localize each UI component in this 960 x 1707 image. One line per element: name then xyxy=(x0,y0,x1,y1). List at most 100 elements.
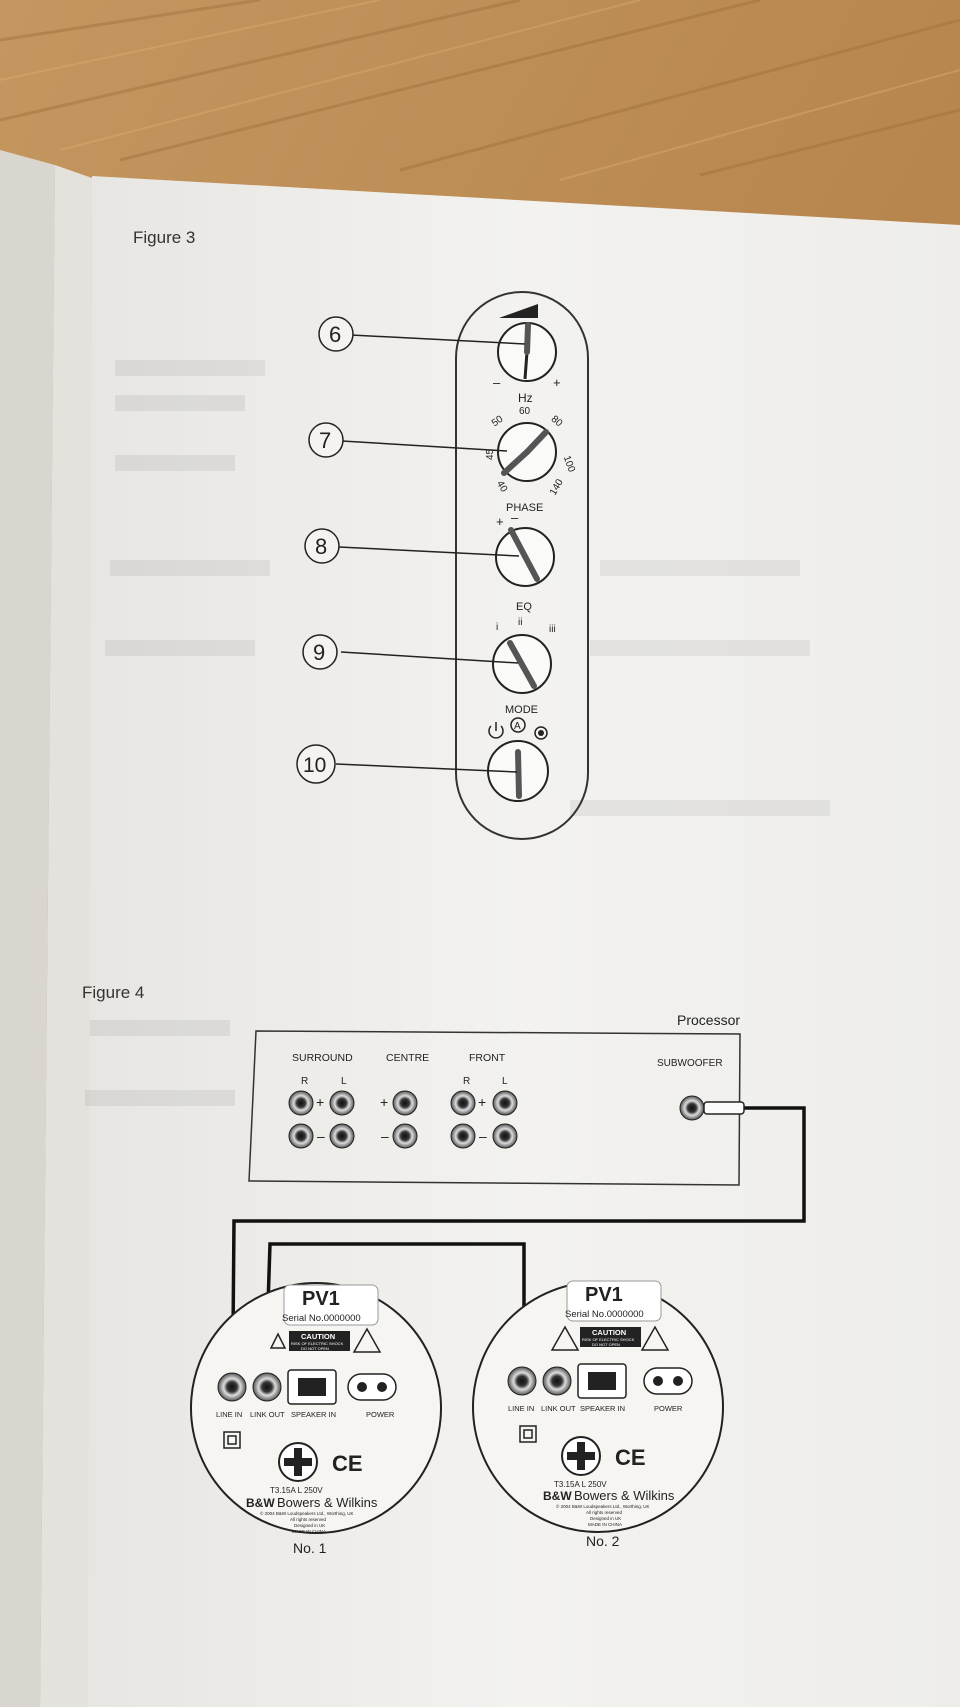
svg-text:+: + xyxy=(380,1094,388,1110)
front-r-plus-jack[interactable] xyxy=(450,1090,476,1116)
svg-text:6: 6 xyxy=(329,322,341,347)
speaker-in-label: SPEAKER IN xyxy=(580,1404,625,1413)
svg-text:DO NOT OPEN: DO NOT OPEN xyxy=(301,1346,329,1351)
svg-text:L: L xyxy=(502,1076,508,1087)
ce-mark: CE xyxy=(615,1445,646,1470)
front-r-minus-jack[interactable] xyxy=(450,1123,476,1149)
processor-title: Processor xyxy=(677,1012,740,1028)
model-label: PV1 xyxy=(585,1284,623,1306)
frequency-knob[interactable]: Hz 60 50 80 45 100 40 140 xyxy=(485,391,577,497)
caution-label: CAUTION xyxy=(592,1328,626,1337)
subwoofer-label: SUBWOOFER xyxy=(657,1058,723,1069)
power-socket[interactable] xyxy=(643,1367,693,1395)
eq-pos-iii: iii xyxy=(549,624,556,635)
fuse-rating: T3.15A L 250V xyxy=(554,1480,607,1489)
volume-minus: – xyxy=(493,375,501,390)
power-standby-icon xyxy=(488,722,504,739)
speaker-in-label: SPEAKER IN xyxy=(291,1410,336,1419)
callout-6 xyxy=(318,316,354,352)
freq-tick-45: 45 xyxy=(485,448,496,460)
line-in-label: LINE IN xyxy=(508,1404,534,1413)
svg-text:RISK OF ELECTRIC SHOCK: RISK OF ELECTRIC SHOCK xyxy=(291,1341,344,1346)
volume-plus: + xyxy=(553,375,561,390)
warning-icon xyxy=(352,1327,382,1353)
auto-mode-letter: A xyxy=(514,721,521,732)
svg-text:L: L xyxy=(341,1076,347,1087)
warning-icon xyxy=(550,1325,580,1351)
phase-knob[interactable]: PHASE + – xyxy=(495,502,555,587)
line-in-jack[interactable] xyxy=(507,1366,537,1396)
surround-label: SURROUND xyxy=(292,1052,353,1064)
svg-text:MADE IN CHINA: MADE IN CHINA xyxy=(292,1529,326,1534)
model-label: PV1 xyxy=(302,1288,340,1310)
surround-l-minus-jack[interactable] xyxy=(329,1123,355,1149)
front-label: FRONT xyxy=(469,1052,506,1064)
panel-caption: No. 2 xyxy=(586,1533,620,1549)
booklet-edge xyxy=(0,150,92,1707)
auto-mode-icon xyxy=(510,717,526,733)
line-in-label: LINE IN xyxy=(216,1410,242,1419)
svg-text:9: 9 xyxy=(313,640,325,665)
callout-8 xyxy=(304,528,340,564)
svg-text:+: + xyxy=(478,1094,486,1110)
warning-icon xyxy=(269,1332,287,1349)
surround-r-plus-jack[interactable] xyxy=(288,1090,314,1116)
svg-text:–: – xyxy=(479,1128,487,1144)
figure-4-title: Figure 4 xyxy=(82,983,144,1002)
eq-pos-ii: ii xyxy=(518,617,522,628)
caution-label: CAUTION xyxy=(301,1332,335,1341)
warning-icon xyxy=(640,1325,670,1351)
power-label: POWER xyxy=(366,1410,395,1419)
serial-label: Serial No.0000000 xyxy=(565,1309,644,1320)
svg-text:All rights reserved: All rights reserved xyxy=(586,1510,623,1515)
svg-text:R: R xyxy=(301,1076,308,1087)
brand-mark: B&W xyxy=(246,1496,275,1510)
link-out-jack[interactable] xyxy=(542,1366,572,1396)
front-l-plus-jack[interactable] xyxy=(492,1090,518,1116)
svg-text:Designed in UK: Designed in UK xyxy=(294,1523,325,1528)
power-socket[interactable] xyxy=(347,1373,397,1401)
phase-plus: + xyxy=(496,514,504,529)
frequency-label: Hz xyxy=(518,391,533,405)
svg-text:© 2004 B&W Loudspeakers Ltd.,: © 2004 B&W Loudspeakers Ltd., Worthing, … xyxy=(260,1510,354,1516)
mode-knob[interactable]: MODE A xyxy=(487,704,549,802)
speaker-in-socket[interactable] xyxy=(577,1363,627,1399)
volume-knob[interactable]: – + xyxy=(493,304,561,390)
link-out-label: LINK OUT xyxy=(250,1410,285,1419)
svg-text:R: R xyxy=(463,1076,470,1087)
link-out-label: LINK OUT xyxy=(541,1404,576,1413)
centre-plus-jack[interactable] xyxy=(392,1090,418,1116)
fuse-holder[interactable] xyxy=(561,1436,601,1476)
surround-l-plus-jack[interactable] xyxy=(329,1090,355,1116)
svg-text:DO NOT OPEN: DO NOT OPEN xyxy=(592,1342,620,1347)
mode-label: MODE xyxy=(505,704,538,716)
speaker-in-socket[interactable] xyxy=(287,1369,337,1405)
link-out-jack[interactable] xyxy=(252,1372,282,1402)
callout-9 xyxy=(302,634,338,670)
eq-knob[interactable]: EQ i ii iii xyxy=(492,601,556,694)
line-in-jack[interactable] xyxy=(217,1372,247,1402)
svg-text:© 2004 B&W Loudspeakers Ltd.,: © 2004 B&W Loudspeakers Ltd., Worthing, … xyxy=(556,1503,650,1509)
freq-tick-40: 40 xyxy=(494,479,509,495)
processor: Processor SURROUND CENTRE FRONT SUBWOOFE… xyxy=(248,1012,741,1186)
front-l-minus-jack[interactable] xyxy=(492,1123,518,1149)
eq-label: EQ xyxy=(516,601,532,613)
double-insulation-icon xyxy=(223,1431,241,1449)
centre-minus-jack[interactable] xyxy=(392,1123,418,1149)
brand-name: Bowers & Wilkins xyxy=(574,1488,675,1503)
phase-label: PHASE xyxy=(506,502,543,514)
control-panel: – + Hz 60 50 80 45 100 40 140 PHASE + – xyxy=(455,291,589,840)
svg-text:10: 10 xyxy=(303,754,326,777)
callout-10 xyxy=(296,744,336,784)
svg-text:8: 8 xyxy=(315,534,327,559)
subwoofer-jack[interactable] xyxy=(679,1095,705,1121)
fuse-rating: T3.15A L 250V xyxy=(270,1486,323,1495)
fuse-holder[interactable] xyxy=(278,1442,318,1482)
phase-minus: – xyxy=(511,510,519,525)
on-mode-icon xyxy=(534,726,548,740)
surround-r-minus-jack[interactable] xyxy=(288,1123,314,1149)
cables xyxy=(231,1106,806,1336)
svg-text:MADE IN CHINA: MADE IN CHINA xyxy=(588,1522,622,1527)
subwoofer-panel-no-2: PV1 Serial No.0000000 CAUTION RISK OF EL… xyxy=(472,1280,724,1549)
